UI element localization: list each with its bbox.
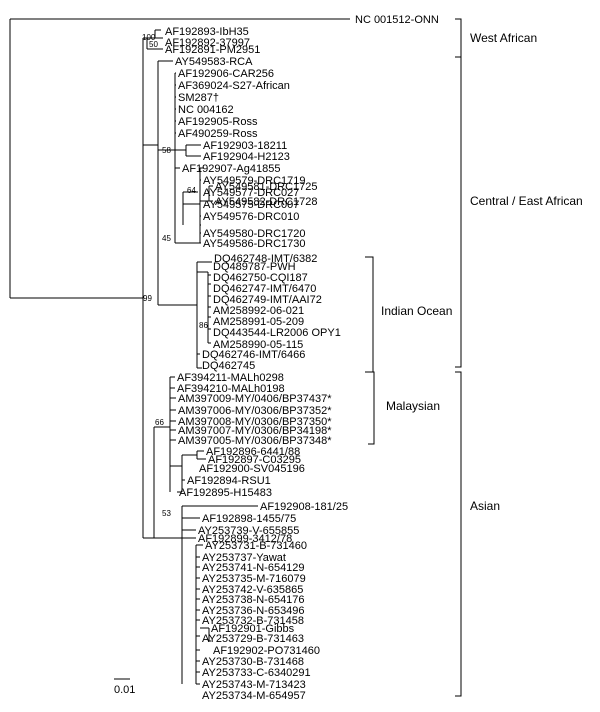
leaf-label: AY253738-N-654176 xyxy=(202,594,305,606)
bootstrap-value: 100 xyxy=(142,33,156,42)
leaf-label: AY253736-N-653496 xyxy=(202,605,305,617)
leaf-label: SM287† xyxy=(178,92,219,104)
leaf-label: AF192901-Gibbs xyxy=(211,623,295,635)
leaf-label: DQ462750-CQI187 xyxy=(213,272,308,284)
asian-bracket xyxy=(455,371,462,697)
leaf-label: AF192900-SV045196 xyxy=(199,463,305,475)
indian-ocean-bracket xyxy=(365,256,374,373)
leaf-label: AF192898-1455/75 xyxy=(202,513,296,525)
leaf-label: AF192891-PM2951 xyxy=(165,44,260,56)
leaf-label: AY253741-N-654129 xyxy=(202,562,305,574)
leaf-label: AM397006-MY/0306/BP37352* xyxy=(178,405,332,417)
leaf-label: AY549582-DRC1728 xyxy=(215,196,318,208)
leaf-label: AF192907-Ag41855 xyxy=(182,163,280,175)
leaf-label: AM397008-MY/0306/BP37350* xyxy=(178,416,332,428)
leaf-label: AY253743-M-713423 xyxy=(202,679,306,691)
leaf-label: AY253732-B-731458 xyxy=(202,615,304,627)
leaf-label: AY549583-RCA xyxy=(175,56,253,68)
leaf-label: AY253742-V-635865 xyxy=(202,584,303,596)
leaf-label: DQ462747-IMT/6470 xyxy=(213,283,316,295)
clade-label: Indian Ocean xyxy=(381,304,452,318)
leaf-label: AY549579-DRC1719 xyxy=(203,175,306,187)
leaf-label: AY253734-M-654957 xyxy=(202,690,306,702)
leaf-label: AM258990-05-115 xyxy=(213,339,303,351)
leaf-label: DQ462746-IMT/6466 xyxy=(202,349,305,361)
leaf-label: AY253730-B-731468 xyxy=(202,656,304,668)
leaf-label: AF192895-H15483 xyxy=(179,487,272,499)
leaf-label: AY549576-DRC010 xyxy=(203,211,299,223)
bootstrap-value: 66 xyxy=(155,418,164,427)
west-african-bracket xyxy=(455,18,462,58)
leaf-label: AM258992-06-021 xyxy=(213,305,304,317)
leaf-label: AY549581-DRC1725 xyxy=(215,181,318,193)
bootstrap-value: 58 xyxy=(162,146,171,155)
scale-bar: 0.01 xyxy=(114,678,135,696)
malaysian-bracket xyxy=(368,371,375,445)
clade-label: West African xyxy=(470,31,537,45)
clade-label: Asian xyxy=(470,499,500,513)
leaf-labels: NC 001512-ONN AF192893-IbH35AF192892-3799… xyxy=(165,14,439,702)
leaf-label: AF192903-18211 xyxy=(203,140,287,152)
leaf-label: DQ462745 xyxy=(202,360,255,372)
leaf-label: AF192899-3412/78 xyxy=(198,533,292,545)
bootstrap-value: 53 xyxy=(162,509,171,518)
leaf-label: AF192905-Ross xyxy=(178,116,258,128)
group-brackets xyxy=(365,18,462,697)
leaf-label: AY253739-V-655855 xyxy=(198,525,299,537)
leaf-label: AF192904-H2123 xyxy=(203,151,290,163)
leaf-label: AY549577-DRC027 xyxy=(203,187,299,199)
leaf-label: AY253733-C-6340291 xyxy=(202,667,311,679)
leaf-label: AF192906-CAR256 xyxy=(178,68,274,80)
tree-branches xyxy=(9,18,350,685)
leaf-label: AF192908-181/25 xyxy=(260,501,348,513)
leaf-label: AF192894-RSU1 xyxy=(187,475,271,487)
leaf-label: NC 004162 xyxy=(178,104,234,116)
central-east-african-bracket xyxy=(455,56,462,368)
leaf-label: AF192902-PO731460 xyxy=(213,645,320,657)
leaf-label: AY253737-Yawat xyxy=(202,552,286,564)
leaf-label: AM258991-05-209 xyxy=(213,316,304,328)
bootstrap-value: 99 xyxy=(143,294,152,303)
leaf-label: AY549586-DRC1730 xyxy=(203,238,306,250)
leaf-label: DQ462748-IMT/6382 xyxy=(214,253,317,265)
clade-label: Malaysian xyxy=(386,399,440,413)
leaf-label: DQ443544-LR2006 OPY1 xyxy=(213,327,341,339)
leaf-label: AM397005-MY/0306/BP37348* xyxy=(178,435,332,447)
leaf-label: AF394210-MALh0198 xyxy=(177,383,285,395)
leaf-label: NC 001512-ONN xyxy=(355,14,439,26)
leaf-label: AF192897-C03295 xyxy=(208,454,301,466)
bootstrap-value: 64 xyxy=(187,186,196,195)
scale-bar-label: 0.01 xyxy=(114,684,135,696)
leaf-label: AF394211-MALh0298 xyxy=(177,372,284,384)
leaf-label: AF490259-Ross xyxy=(178,128,258,140)
leaf-label: AF192896-6441/88 xyxy=(206,446,300,458)
leaf-label: AF369024-S27-African xyxy=(178,80,290,92)
leaf-label: AY253731-B-731460 xyxy=(205,540,307,552)
leaf-label: AM397009-MY/0406/BP37437* xyxy=(178,393,332,405)
leaf-label: AY253735-M-716079 xyxy=(202,573,306,585)
leaf-label: AY253729-B-731463 xyxy=(202,633,304,645)
bootstrap-value: 45 xyxy=(162,234,171,243)
bootstrap-value: 50 xyxy=(149,40,158,49)
leaf-label: DQ462749-IMT/AAI72 xyxy=(213,294,322,306)
clade-label: Central / East African xyxy=(470,194,583,208)
leaf-label: AF192892-37997 xyxy=(165,37,250,49)
leaf-label: AY549580-DRC1720 xyxy=(203,228,306,240)
leaf-label: AY549575-DRC007 xyxy=(203,199,299,211)
bootstrap-value: 86 xyxy=(199,321,208,330)
leaf-label: AM397007-MY/0306/BP34198* xyxy=(178,425,332,437)
leaf-label: DQ489787-PWH xyxy=(213,261,296,273)
leaf-label: AF192893-IbH35 xyxy=(165,26,249,38)
